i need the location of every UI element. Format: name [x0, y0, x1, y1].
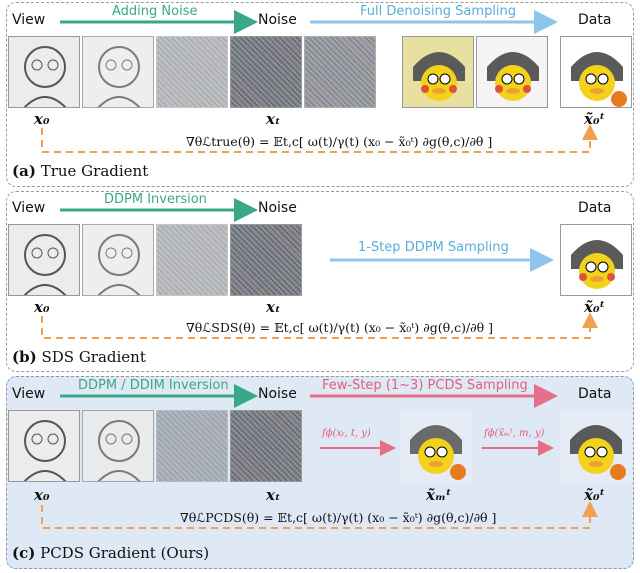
- var-xt-a: xₜ: [266, 110, 281, 128]
- label-data: Data: [578, 12, 612, 28]
- label-pcds-sampling: Few-Step (1~3) PCDS Sampling: [322, 378, 528, 393]
- denoised-image-1: [402, 36, 474, 108]
- f-phi-2: fϕ(x̃ₘᵗ, m, y): [484, 428, 545, 439]
- view-image-b2: [82, 224, 154, 296]
- equation-a: ∇θℒtrue(θ) = 𝔼t,c[ ω(t)/γ(t) (x₀ − x̃₀ᵗ)…: [186, 134, 493, 149]
- label-ddpm-inversion: DDPM Inversion: [104, 192, 207, 207]
- var-x0t-b: x̃₀ᵗ: [584, 298, 606, 316]
- label-one-step-sampling: 1-Step DDPM Sampling: [358, 240, 509, 255]
- label-full-denoising: Full Denoising Sampling: [360, 4, 517, 19]
- label-view-c: View: [12, 386, 46, 402]
- label-data-c: Data: [578, 386, 612, 402]
- noise-image-b: [230, 224, 302, 296]
- noise-image: [230, 36, 302, 108]
- label-view-b: View: [12, 200, 46, 216]
- noisy-image-2: [304, 36, 376, 108]
- caption-b: (b) SDS Gradient: [12, 348, 146, 366]
- feedback-loop-c: [41, 501, 598, 529]
- caption-a: (a) True Gradient: [12, 162, 149, 180]
- data-image-c: [560, 410, 632, 482]
- feedback-loop-b: [41, 312, 598, 339]
- caption-c: (c) PCDS Gradient (Ours): [12, 544, 210, 562]
- view-image-2: [82, 36, 154, 108]
- var-x0t-c: x̃₀ᵗ: [584, 486, 606, 504]
- var-xt-c: xₜ: [266, 486, 281, 504]
- data-image-a: [560, 36, 632, 108]
- equation-b: ∇θℒSDS(θ) = 𝔼t,c[ ω(t)/γ(t) (x₀ − x̃₀ᵗ) …: [186, 320, 494, 335]
- var-x0-c: x₀: [34, 486, 50, 504]
- view-image-b1: [8, 224, 80, 296]
- label-data-b: Data: [578, 200, 612, 216]
- equation-c: ∇θℒPCDS(θ) = 𝔼t,c[ ω(t)/γ(t) (x₀ − x̃₀ᵗ)…: [180, 510, 497, 525]
- label-adding-noise: Adding Noise: [112, 4, 198, 19]
- view-image-c1: [8, 410, 80, 482]
- label-noise-c: Noise: [258, 386, 297, 402]
- view-image-c2: [82, 410, 154, 482]
- var-xmt-c: x̃ₘᵗ: [426, 486, 452, 504]
- view-image-1: [8, 36, 80, 108]
- var-x0-a: x₀: [34, 110, 50, 128]
- denoised-image-2: [476, 36, 548, 108]
- noise-image-c: [230, 410, 302, 482]
- f-phi-1: fϕ(xₜ, t, y): [322, 428, 371, 439]
- label-view: View: [12, 12, 46, 28]
- label-noise: Noise: [258, 12, 297, 28]
- var-x0-b: x₀: [34, 298, 50, 316]
- feedback-loop-a: [41, 124, 598, 153]
- label-ddpm-ddim-inversion: DDPM / DDIM Inversion: [78, 378, 229, 393]
- var-x0t-a: x̃₀ᵗ: [584, 110, 606, 128]
- var-xt-b: xₜ: [266, 298, 281, 316]
- intermediate-image: [400, 410, 472, 482]
- noisy-image-1: [156, 36, 228, 108]
- label-noise-b: Noise: [258, 200, 297, 216]
- noisy-image-b: [156, 224, 228, 296]
- data-image-b: [560, 224, 632, 296]
- noisy-image-c: [156, 410, 228, 482]
